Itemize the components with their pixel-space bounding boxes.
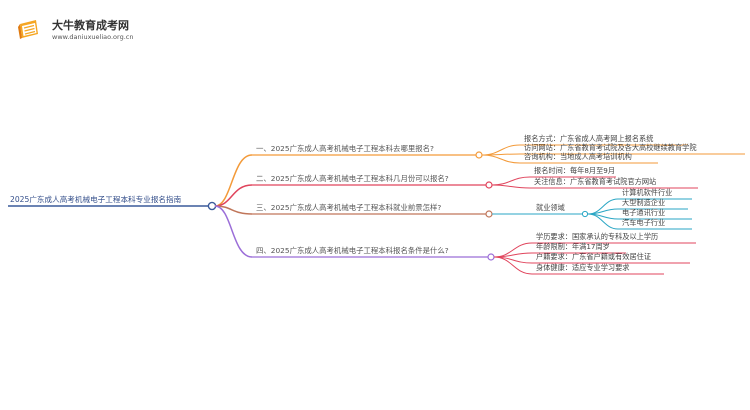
branch3-node-dot — [485, 210, 493, 218]
branch-3-title[interactable]: 三、2025广东成人高考机械电子工程本科就业前景怎样? — [256, 203, 442, 212]
branch-3-item-1[interactable]: 就业领域 — [536, 203, 565, 212]
branch-4-title[interactable]: 四、2025广东成人高考机械电子工程本科报名条件是什么? — [256, 246, 449, 255]
branch-3-subitem-4[interactable]: 汽车电子行业 — [622, 218, 666, 227]
branch-1-title[interactable]: 一、2025广东成人高考机械电子工程本科去哪里报名? — [256, 144, 434, 153]
root-node-dot — [207, 201, 217, 211]
branch1-connector — [214, 154, 253, 207]
branch3-sub-node-dot — [581, 210, 589, 218]
branch-3-subitem-3[interactable]: 电子通讯行业 — [622, 208, 666, 217]
branch-4-item-1[interactable]: 学历要求：国家承认的专科及以上学历 — [536, 232, 659, 241]
site-title: 大牛教育成考网 — [52, 19, 129, 32]
book-logo-icon — [18, 20, 38, 39]
branch-4-item-4[interactable]: 身体健康：适应专业学习要求 — [536, 263, 630, 272]
branch4-connector — [214, 205, 253, 258]
branch-1-item-1[interactable]: 报名方式：广东省成人高考网上报名系统 — [524, 134, 654, 143]
branch-3-subitem-2[interactable]: 大型制造企业 — [622, 198, 666, 207]
branch2-node-dot — [485, 181, 493, 189]
branch-1-item-2[interactable]: 访问网站：广东省教育考试院及各大高校继续教育学院 — [524, 143, 697, 152]
branch-2-item-1[interactable]: 报名时间：每年8月至9月 — [534, 166, 616, 175]
branch-2-item-2[interactable]: 关注信息：广东省教育考试院官方网站 — [534, 177, 657, 186]
branch4-node-dot — [487, 253, 495, 261]
branch1-node-dot — [475, 151, 483, 159]
site-logo[interactable]: 大牛教育成考网 www.daniuxueliao.org.cn — [16, 14, 156, 50]
branch-1-item-3[interactable]: 咨询机构：当地成人高考培训机构 — [524, 152, 632, 161]
branch-2-title[interactable]: 二、2025广东成人高考机械电子工程本科几月份可以报名? — [256, 174, 449, 183]
site-url: www.daniuxueliao.org.cn — [52, 33, 134, 41]
branch2-connector — [214, 184, 253, 207]
mindmap-root[interactable]: 2025广东成人高考机械电子工程本科专业报名指南 — [10, 195, 182, 204]
branch-4-item-2[interactable]: 年龄限制：年满17周岁 — [536, 242, 610, 251]
branch-3-subitem-1[interactable]: 计算机软件行业 — [622, 188, 673, 197]
branch-4-item-3[interactable]: 户籍要求：广东省户籍或有效居住证 — [536, 252, 652, 261]
